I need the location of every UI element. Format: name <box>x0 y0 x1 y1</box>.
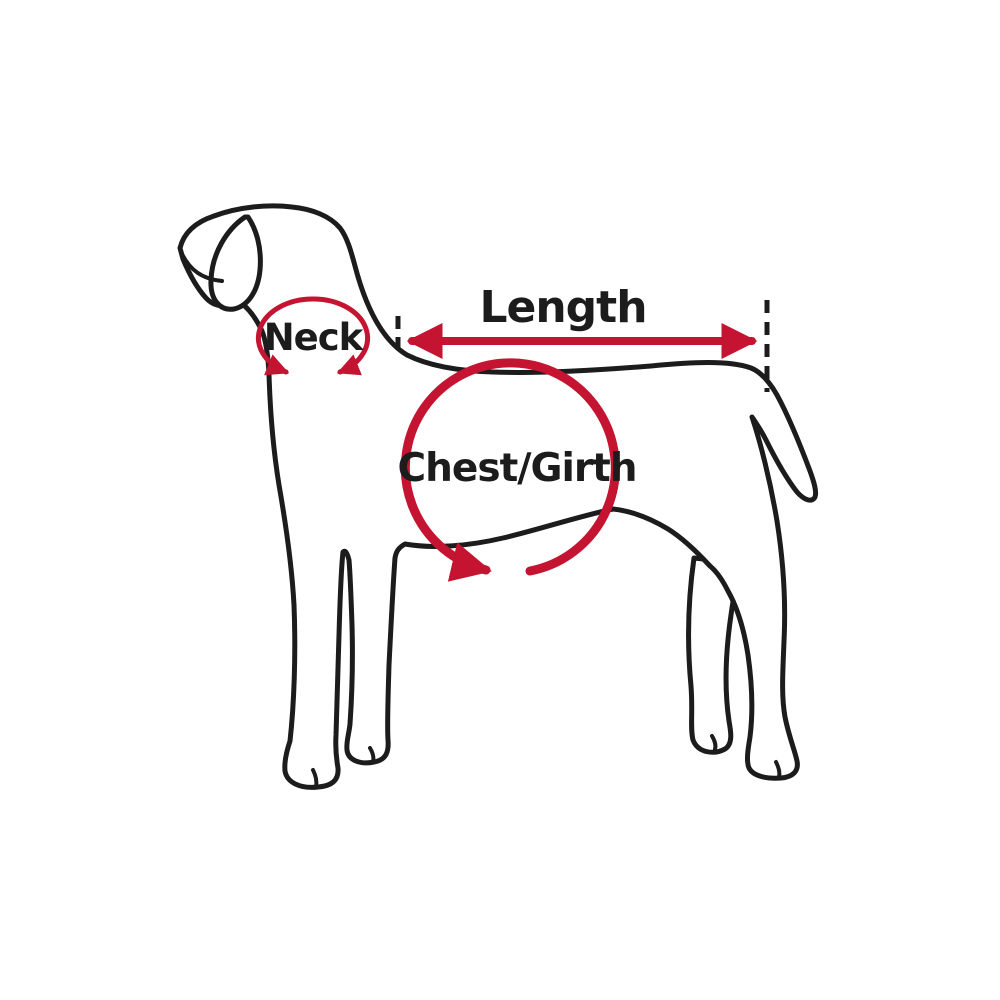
neck-label: Neck <box>264 316 365 359</box>
dog-ear <box>208 214 263 312</box>
front-near-foot-toe-line <box>311 768 319 789</box>
dog-mouth-line <box>180 252 224 283</box>
length-label: Length <box>479 282 646 333</box>
chest-girth-measure-arrow <box>400 358 620 582</box>
front-far-foot-toe-line <box>368 746 376 764</box>
neck-measure-loop-right-arc <box>310 296 371 376</box>
dog-far-rear-leg <box>686 555 745 755</box>
neck-measure-loop-left-arc <box>255 296 316 376</box>
rear-near-foot-toe-line <box>774 760 782 779</box>
dog-body-outline <box>177 203 819 790</box>
rear-far-foot-toe-line <box>710 734 718 751</box>
chest-girth-label: Chest/Girth <box>398 446 637 491</box>
